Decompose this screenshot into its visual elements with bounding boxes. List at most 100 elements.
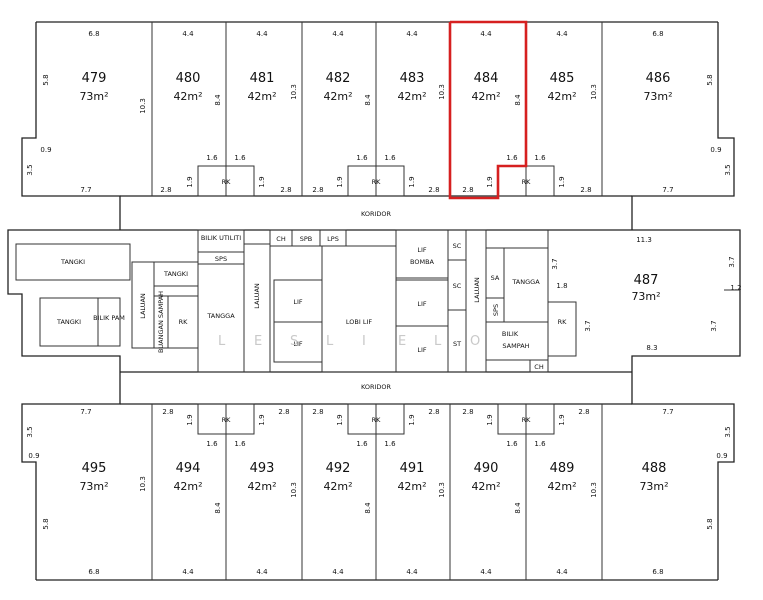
tangga-label: TANGGA <box>206 312 235 320</box>
bottom-rk-labels: RK RK RK <box>222 416 532 424</box>
dimension: 10.3 <box>290 482 298 498</box>
dimension: 1.9 <box>558 414 566 425</box>
unit-area: 73m² <box>639 480 668 493</box>
rk-label: RK <box>179 318 189 326</box>
dimension: 5.8 <box>42 74 50 85</box>
unit-area: 42m² <box>323 90 352 103</box>
watermark-letter: E <box>398 334 406 349</box>
dimension: 2.8 <box>428 186 439 194</box>
dimension: 8.4 <box>364 94 372 106</box>
watermark-letter: L <box>434 334 442 349</box>
dimension: 2.8 <box>162 408 173 416</box>
unit-number: 484 <box>474 71 499 86</box>
unit-number: 495 <box>82 461 107 476</box>
dimension: 8.4 <box>514 502 522 514</box>
lif-bomba-label: LIF <box>417 246 427 254</box>
bottom-dimensions: 7.7 7.7 3.5 0.9 3.5 0.9 2.8 1.9 1.9 2.8 … <box>26 408 732 576</box>
unit-area: 42m² <box>547 90 576 103</box>
dimension: 1.9 <box>258 176 266 187</box>
rk-label: RK <box>522 416 532 424</box>
laluan-label: LALUAN <box>253 283 261 309</box>
buangan-sampah-label: BUANGAN SAMPAH <box>157 291 165 353</box>
bilik-sampah-label: BILIK <box>502 330 519 338</box>
dimension: 4.4 <box>480 30 492 38</box>
bottom-units-block <box>21 372 735 581</box>
dimension: 1.9 <box>186 414 194 425</box>
dimension: 10.3 <box>290 84 298 100</box>
unit-484-highlight[interactable] <box>448 20 528 200</box>
dimension: 1.9 <box>336 414 344 425</box>
dimension: 10.3 <box>438 84 446 100</box>
dimension: 7.7 <box>80 408 91 416</box>
unit-number: 483 <box>400 71 425 86</box>
dimension: 5.8 <box>42 518 50 529</box>
dimension: 2.8 <box>280 186 291 194</box>
dimension: 8.4 <box>214 94 222 106</box>
top-unit-labels: 479 73m² 480 42m² 481 42m² 482 42m² 483 … <box>79 71 672 103</box>
unit-number: 489 <box>550 461 575 476</box>
dimension: 4.4 <box>556 30 568 38</box>
rk-label: RK <box>222 416 232 424</box>
bilik-pam-label: BILIK PAM <box>93 314 125 322</box>
dimension: 4.4 <box>256 30 268 38</box>
unit-number: 480 <box>176 71 201 86</box>
dimension: 7.7 <box>80 186 91 194</box>
unit-area: 73m² <box>643 90 672 103</box>
unit-number: 488 <box>642 461 667 476</box>
sps-label: SPS <box>492 304 500 316</box>
dimension: 3.7 <box>710 320 718 331</box>
unit-area: 42m² <box>247 480 276 493</box>
sa-label: SA <box>491 274 500 282</box>
watermark-letter: E <box>254 334 262 349</box>
dimension: 1.6 <box>206 154 218 162</box>
ch-label: CH <box>534 363 544 371</box>
dimension: 2.8 <box>580 186 591 194</box>
dimension: 2.8 <box>428 408 439 416</box>
lif-label: LIF <box>293 298 303 306</box>
dimension: 1.9 <box>408 176 416 187</box>
lif-label: LIF <box>417 300 427 308</box>
unit-number: 482 <box>326 71 351 86</box>
tangki-label: TANGKI <box>56 318 81 326</box>
dimension: 4.4 <box>256 568 268 576</box>
dimension: 3.5 <box>26 164 34 175</box>
dimension: 10.3 <box>438 482 446 498</box>
unit-number: 492 <box>326 461 351 476</box>
dimension: 1.9 <box>486 414 494 425</box>
dimension: 3.7 <box>551 258 559 269</box>
dimension: 3.5 <box>26 426 34 437</box>
dimension: 1.6 <box>234 440 246 448</box>
dimension: 5.8 <box>706 518 714 529</box>
sc-label: SC <box>453 242 462 250</box>
lps-label: LPS <box>327 235 339 243</box>
unit-number: 491 <box>400 461 425 476</box>
top-units-block <box>21 21 735 230</box>
unit-area: 73m² <box>79 480 108 493</box>
unit-area: 42m² <box>471 480 500 493</box>
dimension: 8.4 <box>214 502 222 514</box>
dimension: 5.8 <box>706 74 714 85</box>
dimension: 1.6 <box>206 440 218 448</box>
tangki-label: TANGKI <box>163 270 188 278</box>
dimension: 0.9 <box>710 146 721 154</box>
dimension: 3.5 <box>724 164 732 175</box>
unit-number: 493 <box>250 461 275 476</box>
bottom-unit-labels: 495 73m² 494 42m² 493 42m² 492 42m² 491 … <box>79 461 668 493</box>
tangki-label: TANGKI <box>60 258 85 266</box>
dimension: 2.8 <box>578 408 589 416</box>
unit-area: 73m² <box>631 290 660 303</box>
dimension: 10.3 <box>139 98 147 114</box>
watermark-letter: I <box>362 334 366 349</box>
dimension: 4.4 <box>182 568 194 576</box>
unit-number: 490 <box>474 461 499 476</box>
rk-label: RK <box>558 318 568 326</box>
bilik-sampah-label: SAMPAH <box>502 342 529 350</box>
top-rk-labels: RK RK RK <box>222 178 532 186</box>
dimension: 8.3 <box>646 344 657 352</box>
rk-label: RK <box>522 178 532 186</box>
top-dimensions: 6.8 4.4 4.4 4.4 4.4 4.4 4.4 6.8 5.8 5.8 … <box>26 30 732 194</box>
unit-number: 481 <box>250 71 275 86</box>
dimension: 1.8 <box>556 282 567 290</box>
dimension: 4.4 <box>332 568 344 576</box>
